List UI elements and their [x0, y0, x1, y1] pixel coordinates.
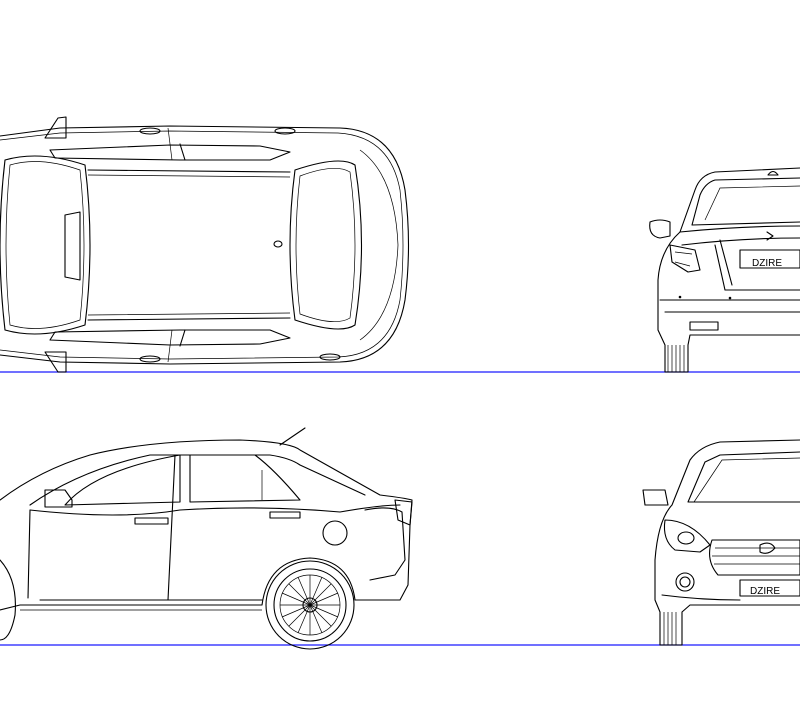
top-view — [0, 116, 410, 373]
side-view — [0, 427, 413, 650]
front-license-plate-text: DZIRE — [750, 586, 780, 597]
rear-view: DZIRE — [649, 167, 800, 373]
rear-license-plate-text: DZIRE — [752, 258, 782, 269]
front-view: DZIRE — [642, 439, 800, 646]
